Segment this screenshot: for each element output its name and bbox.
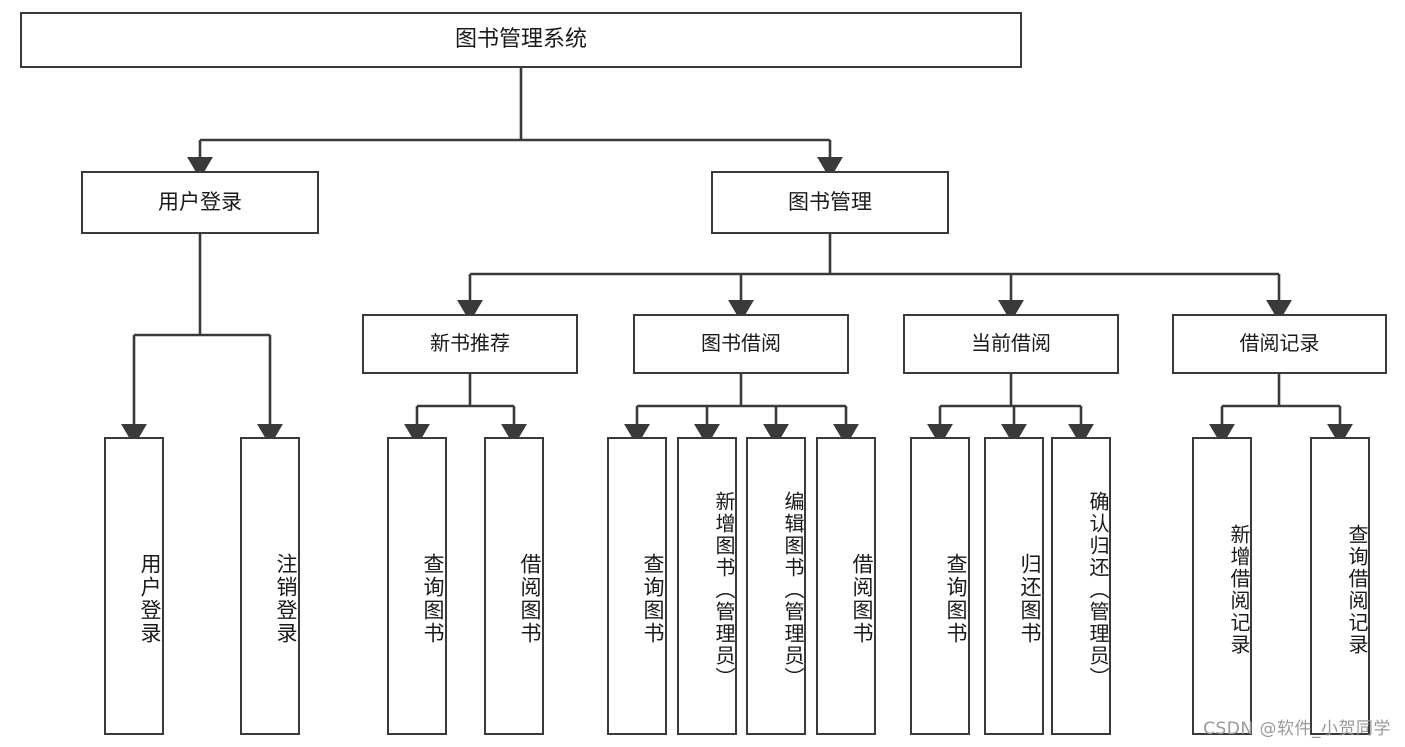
node-leaf-edit-book[interactable]: 编辑图书（管理员） <box>746 437 806 735</box>
node-root[interactable]: 图书管理系统 <box>20 12 1022 68</box>
node-book-mgmt[interactable]: 图书管理 <box>711 171 949 234</box>
watermark-text: CSDN @软件_小贺同学 <box>1203 719 1391 739</box>
node-leaf-query-book-2[interactable]: 查询图书 <box>607 437 667 735</box>
node-leaf-query-book-1[interactable]: 查询图书 <box>387 437 447 735</box>
node-leaf-confirm-return[interactable]: 确认归还（管理员） <box>1051 437 1111 735</box>
node-leaf-borrow-book-2[interactable]: 借阅图书 <box>816 437 876 735</box>
node-current-borrow[interactable]: 当前借阅 <box>903 314 1119 374</box>
node-leaf-add-book[interactable]: 新增图书（管理员） <box>677 437 737 735</box>
node-leaf-query-record[interactable]: 查询借阅记录 <box>1310 437 1370 735</box>
node-user-login[interactable]: 用户登录 <box>81 171 319 234</box>
node-leaf-return-book[interactable]: 归还图书 <box>984 437 1044 735</box>
node-leaf-borrow-book-1[interactable]: 借阅图书 <box>484 437 544 735</box>
node-borrow-record[interactable]: 借阅记录 <box>1172 314 1387 374</box>
node-leaf-query-book-3[interactable]: 查询图书 <box>910 437 970 735</box>
node-leaf-add-record[interactable]: 新增借阅记录 <box>1192 437 1252 735</box>
node-leaf-user-login[interactable]: 用户登录 <box>104 437 164 735</box>
node-book-borrow[interactable]: 图书借阅 <box>633 314 849 374</box>
node-new-book-rec[interactable]: 新书推荐 <box>362 314 578 374</box>
node-leaf-user-logout[interactable]: 注销登录 <box>240 437 300 735</box>
